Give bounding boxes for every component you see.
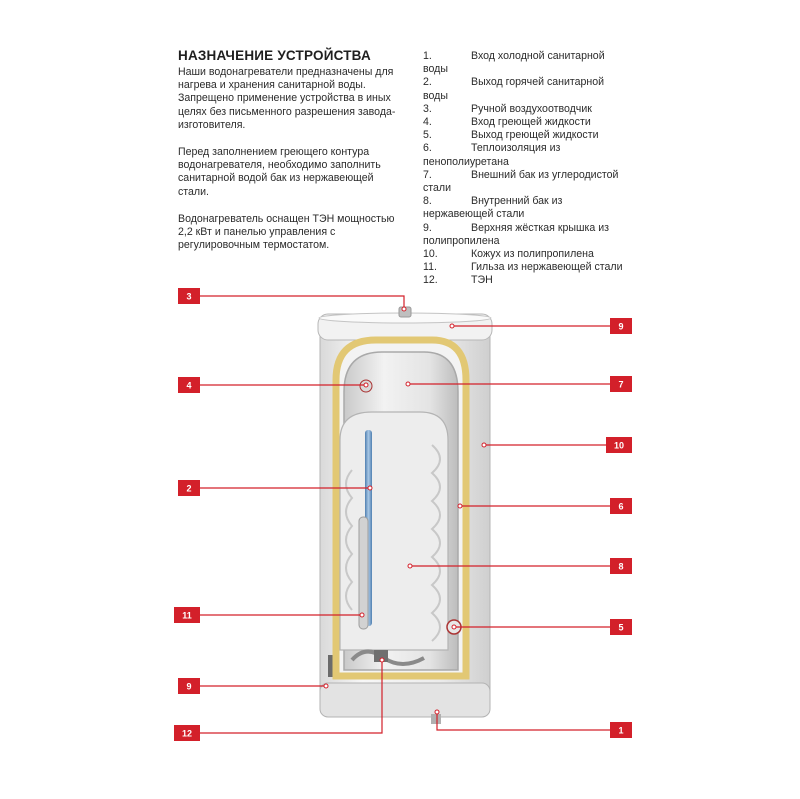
svg-text:3: 3 — [186, 292, 191, 302]
svg-text:4: 4 — [186, 381, 191, 391]
legend-item: 4.Вход греющей жидкости — [423, 116, 591, 129]
callout-badge: 9 — [178, 678, 200, 694]
svg-text:2: 2 — [186, 484, 191, 494]
legend-item: 2.Выход горячей санитарной воды — [423, 76, 605, 102]
legend-item: 12.ТЭН — [423, 274, 493, 287]
parts-legend: 1.Вход холодной санитарной воды 2.Выход … — [423, 50, 623, 288]
svg-text:11: 11 — [182, 611, 192, 621]
svg-text:10: 10 — [614, 441, 624, 451]
bottom-cover — [319, 682, 491, 718]
intro-title: НАЗНАЧЕНИЕ УСТРОЙСТВА — [178, 48, 371, 63]
svg-text:1: 1 — [618, 726, 623, 736]
callout-badge: 7 — [610, 376, 632, 392]
callout-badges: 3 9 4 7 10 2 6 8 11 5 9 12 1 — [174, 288, 632, 741]
legend-item: 9.Верхняя жёсткая крышка из полипропилен… — [423, 221, 609, 247]
legend-item: 11.Гильза из нержавеющей стали — [423, 261, 623, 274]
heater-body — [317, 306, 493, 724]
callout-leaders — [200, 295, 610, 734]
legend-item: 6.Теплоизоляция из пенополиуретана — [423, 142, 561, 168]
svg-text:12: 12 — [182, 729, 192, 739]
svg-text:6: 6 — [618, 502, 623, 512]
legend-item: 3.Ручной воздухоотводчик — [423, 102, 592, 115]
callout-badge: 9 — [610, 318, 632, 334]
legend-item: 5.Выход греющей жидкости — [423, 129, 599, 142]
callout-badge: 10 — [606, 437, 632, 453]
leader-1 — [436, 712, 610, 731]
intro-paragraph-1: Наши водонагреватели предназначены для н… — [178, 66, 396, 131]
leader-3 — [200, 295, 405, 309]
legend-item: 8.Внутренний бак из нержавеющей стали — [423, 195, 563, 221]
intro-paragraph-3: Водонагреватель оснащен ТЭН мощностью 2,… — [178, 212, 395, 252]
svg-text:8: 8 — [618, 562, 623, 572]
svg-text:9: 9 — [618, 322, 623, 332]
callout-badge: 12 — [174, 725, 200, 741]
callout-badge: 8 — [610, 558, 632, 574]
cold-water-inlet-pipe — [431, 714, 441, 724]
heating-element-base — [374, 650, 388, 662]
callout-badge: 4 — [178, 377, 200, 393]
svg-text:7: 7 — [618, 380, 623, 390]
svg-text:5: 5 — [618, 623, 623, 633]
callout-dots — [323, 306, 487, 715]
leader-12 — [200, 660, 383, 734]
callout-badge: 5 — [610, 619, 632, 635]
heating-coil — [345, 444, 441, 642]
callout-badge: 3 — [178, 288, 200, 304]
callout-badge: 2 — [178, 480, 200, 496]
svg-text:9: 9 — [186, 682, 191, 692]
intro-block: НАЗНАЧЕНИЕ УСТРОЙСТВА Наши водонагревате… — [178, 48, 398, 266]
intro-paragraph-2: Перед заполнением греющего контура водон… — [178, 146, 381, 198]
inner-tank — [339, 411, 449, 651]
legend-item: 1.Вход холодной санитарной воды — [423, 50, 605, 76]
legend-item: 10.Кожух из полипропилена — [423, 248, 594, 261]
callout-badge: 11 — [174, 607, 200, 623]
callout-badge: 1 — [610, 722, 632, 738]
callout-badge: 6 — [610, 498, 632, 514]
legend-item: 7.Внешний бак из углеродистой стали — [423, 168, 619, 195]
sleeve — [358, 516, 369, 630]
